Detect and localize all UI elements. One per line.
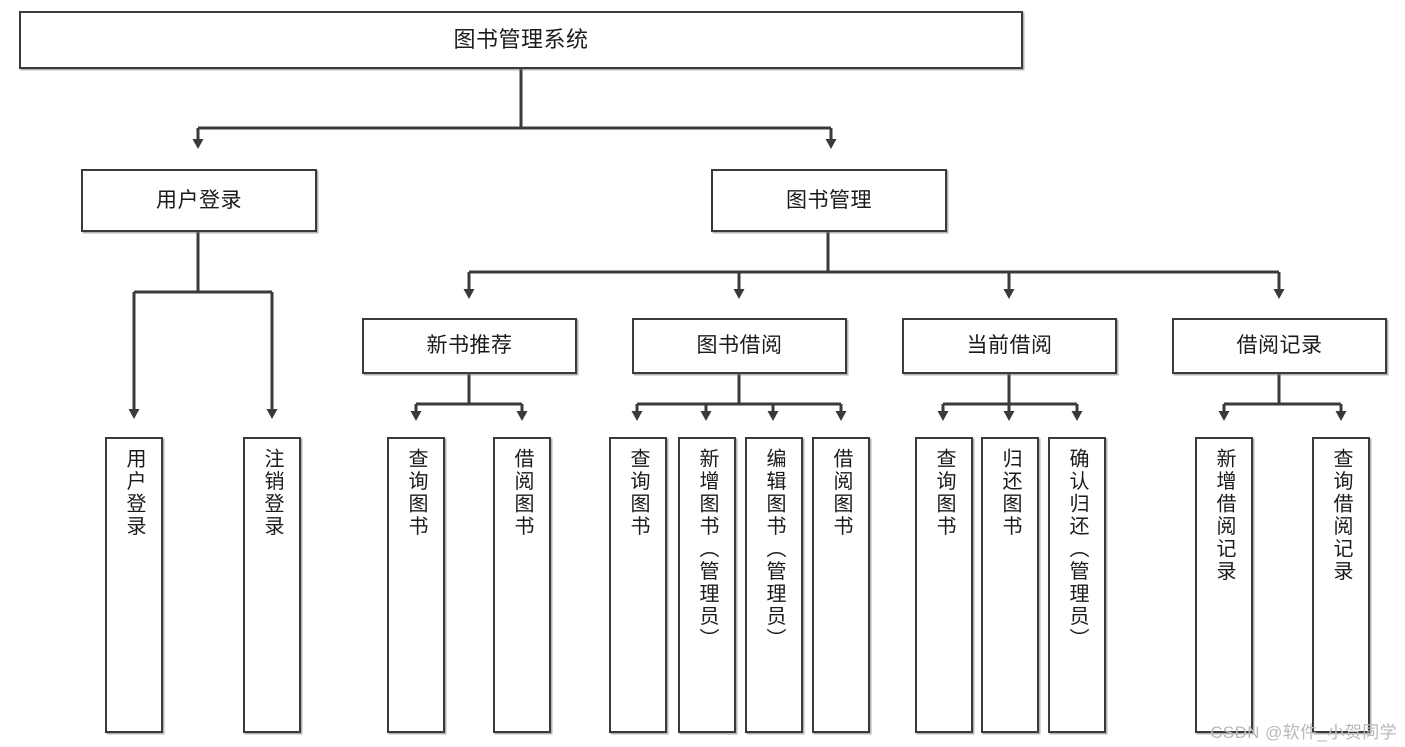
node-label: 归还图书 xyxy=(999,448,1021,538)
node-label: 用户登录 xyxy=(156,188,242,212)
node-root[interactable]: 图书管理系统 xyxy=(19,11,1023,69)
node-label: 图书管理系统 xyxy=(453,26,589,52)
node-label: 注销登录 xyxy=(261,448,283,538)
node-label: 编辑图书（管理员） xyxy=(763,448,785,651)
node-label: 借阅图书 xyxy=(511,448,533,538)
node-label: 新增借阅记录 xyxy=(1213,448,1235,583)
node-label: 查询图书 xyxy=(627,448,649,538)
leaf-query-book-current[interactable]: 查询图书 xyxy=(915,437,973,733)
leaf-add-borrow-record[interactable]: 新增借阅记录 xyxy=(1195,437,1253,733)
leaf-borrow-book-recommend[interactable]: 借阅图书 xyxy=(493,437,551,733)
node-label: 查询借阅记录 xyxy=(1330,448,1352,583)
leaf-confirm-return-admin[interactable]: 确认归还（管理员） xyxy=(1048,437,1106,733)
node-label: 新增图书（管理员） xyxy=(696,448,718,651)
leaf-user-login[interactable]: 用户登录 xyxy=(105,437,163,733)
node-label: 确认归还（管理员） xyxy=(1066,448,1088,651)
node-label: 图书管理 xyxy=(786,188,872,212)
leaf-logout[interactable]: 注销登录 xyxy=(243,437,301,733)
node-label: 借阅图书 xyxy=(830,448,852,538)
node-label: 查询图书 xyxy=(405,448,427,538)
node-book-management[interactable]: 图书管理 xyxy=(711,169,947,232)
node-label: 新书推荐 xyxy=(426,334,513,358)
leaf-query-borrow-record[interactable]: 查询借阅记录 xyxy=(1312,437,1370,733)
node-label: 当前借阅 xyxy=(966,334,1053,358)
leaf-edit-book-admin[interactable]: 编辑图书（管理员） xyxy=(745,437,803,733)
leaf-add-book-admin[interactable]: 新增图书（管理员） xyxy=(678,437,736,733)
node-new-book-recommend[interactable]: 新书推荐 xyxy=(362,318,577,374)
node-label: 查询图书 xyxy=(933,448,955,538)
leaf-return-book[interactable]: 归还图书 xyxy=(981,437,1039,733)
node-book-borrow[interactable]: 图书借阅 xyxy=(632,318,847,374)
node-label: 借阅记录 xyxy=(1236,334,1323,358)
node-borrow-record[interactable]: 借阅记录 xyxy=(1172,318,1387,374)
node-label: 用户登录 xyxy=(123,448,145,538)
leaf-borrow-book[interactable]: 借阅图书 xyxy=(812,437,870,733)
node-user-login[interactable]: 用户登录 xyxy=(81,169,317,232)
leaf-query-book-recommend[interactable]: 查询图书 xyxy=(387,437,445,733)
node-label: 图书借阅 xyxy=(696,334,783,358)
leaf-query-book-borrow[interactable]: 查询图书 xyxy=(609,437,667,733)
node-current-borrow[interactable]: 当前借阅 xyxy=(902,318,1117,374)
